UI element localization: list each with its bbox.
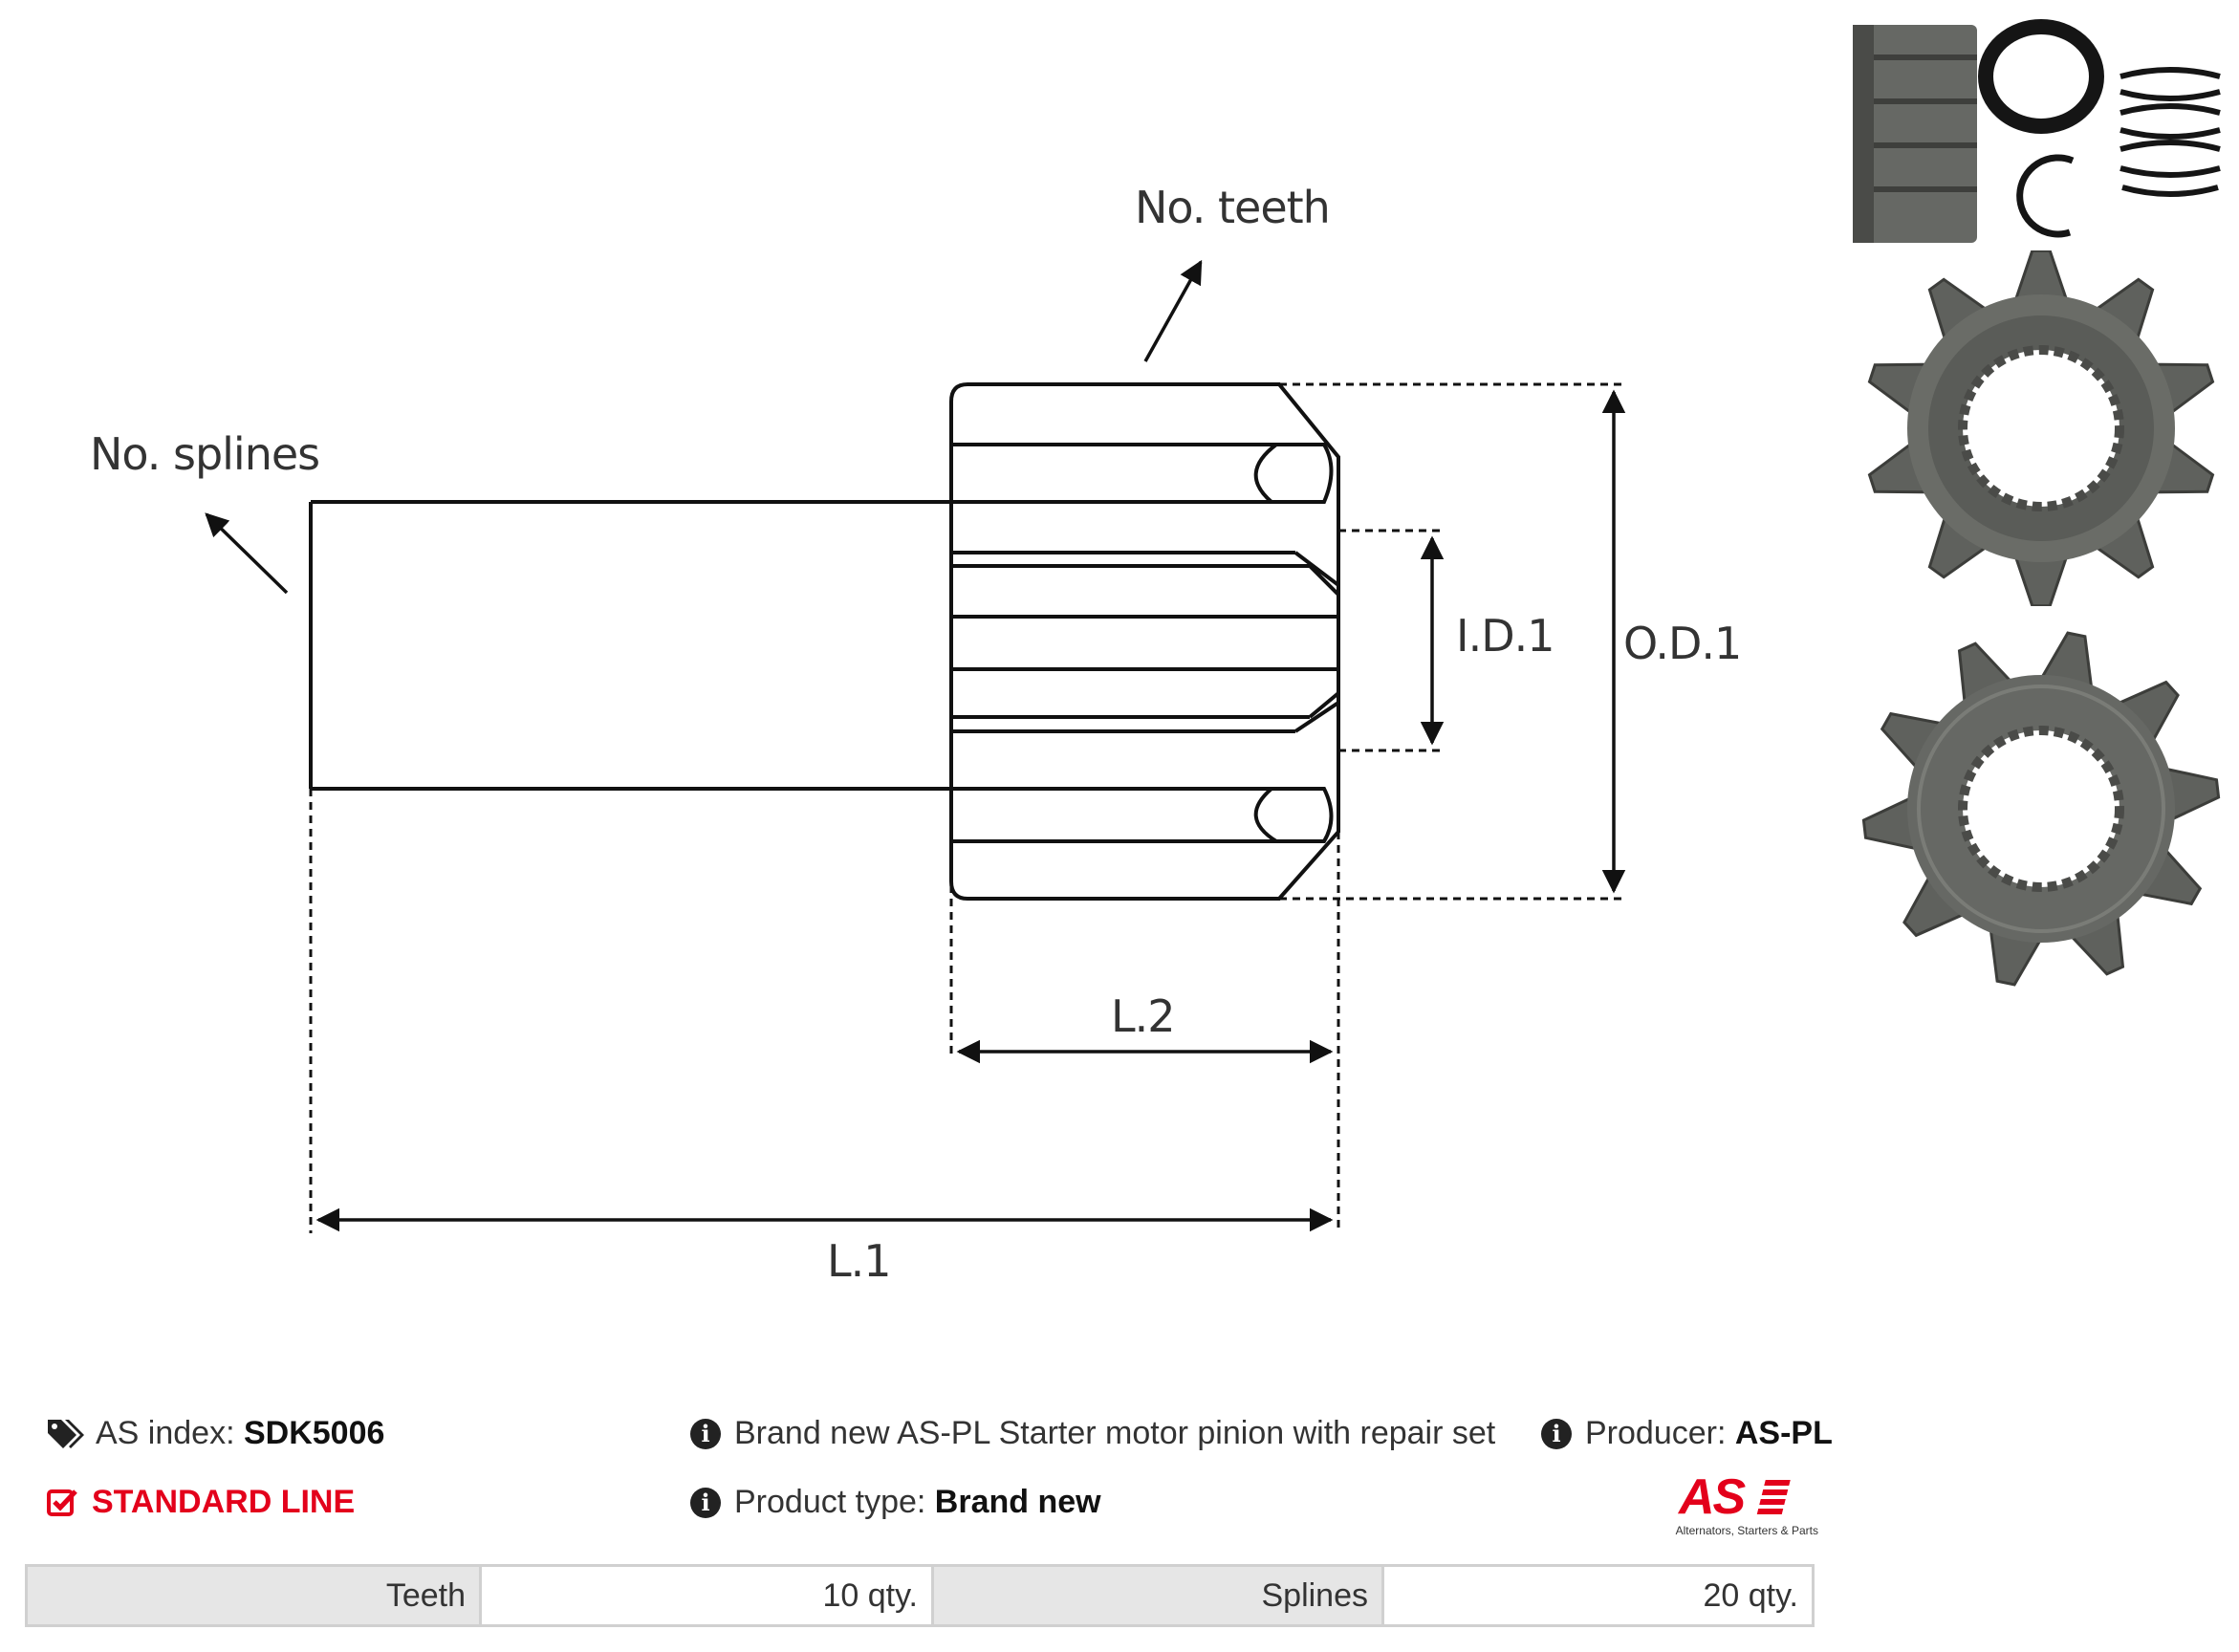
- as-index: AS index: SDK5006: [46, 1415, 384, 1452]
- no-splines-label: No. splines: [90, 428, 320, 480]
- product-line-value: STANDARD LINE: [92, 1484, 356, 1520]
- product-type-label: Product type:: [734, 1484, 926, 1520]
- description: i Brand new AS-PL Starter motor pinion w…: [690, 1415, 1495, 1452]
- producer-label: Producer:: [1585, 1415, 1727, 1451]
- id1-label: I.D.1: [1456, 610, 1554, 662]
- producer: i Producer: AS-PL: [1541, 1415, 1833, 1452]
- extension-lines: [309, 382, 1625, 1233]
- l1-label: L.1: [827, 1235, 892, 1287]
- logo-tagline: Alternators, Starters & Parts: [1675, 1524, 1818, 1537]
- product-photo-pinion-front: [1867, 250, 2215, 606]
- specs-table: Teeth 10 qty. Splines 20 qty.: [25, 1564, 1815, 1627]
- as-index-label: AS index:: [96, 1415, 235, 1451]
- spec-label-teeth: Teeth: [28, 1567, 482, 1624]
- od1-label: O.D.1: [1623, 618, 1742, 669]
- tags-icon: [48, 1419, 84, 1448]
- spec-label-splines: Splines: [934, 1567, 1384, 1624]
- tooth-lines: [951, 443, 1338, 843]
- spec-value-teeth: 10 qty.: [482, 1567, 934, 1624]
- product-photo-pinion-back: [1861, 631, 2221, 987]
- spec-value-splines: 20 qty.: [1384, 1567, 1812, 1624]
- as-pl-logo: AS Alternators, Starters & Parts: [1641, 1472, 1818, 1541]
- splines-pointer: [205, 512, 289, 595]
- producer-value: AS-PL: [1734, 1415, 1833, 1451]
- technical-drawing: [205, 259, 1626, 1233]
- product-line: STANDARD LINE: [46, 1484, 355, 1521]
- info-icon: i: [690, 1487, 721, 1518]
- no-teeth-label: No. teeth: [1135, 182, 1331, 233]
- product-photo-repair-set: [1853, 19, 2221, 243]
- gear-outline: [949, 382, 1340, 901]
- logo-stripes: [1756, 1480, 1791, 1516]
- as-index-value: SDK5006: [243, 1415, 385, 1451]
- checkbox-checked-icon: [47, 1489, 77, 1516]
- description-text: Brand new AS-PL Starter motor pinion wit…: [734, 1415, 1496, 1451]
- info-icon: i: [1541, 1418, 1572, 1449]
- l2-label: L.2: [1111, 990, 1176, 1042]
- product-type-value: Brand new: [934, 1484, 1101, 1520]
- table-row: Teeth 10 qty. Splines 20 qty.: [28, 1567, 1812, 1624]
- info-icon: i: [690, 1418, 721, 1449]
- product-type: i Product type: Brand new: [690, 1484, 1101, 1521]
- logo-mark: AS: [1679, 1469, 1746, 1525]
- shaft-outline: [309, 500, 951, 791]
- teeth-pointer: [1143, 259, 1203, 362]
